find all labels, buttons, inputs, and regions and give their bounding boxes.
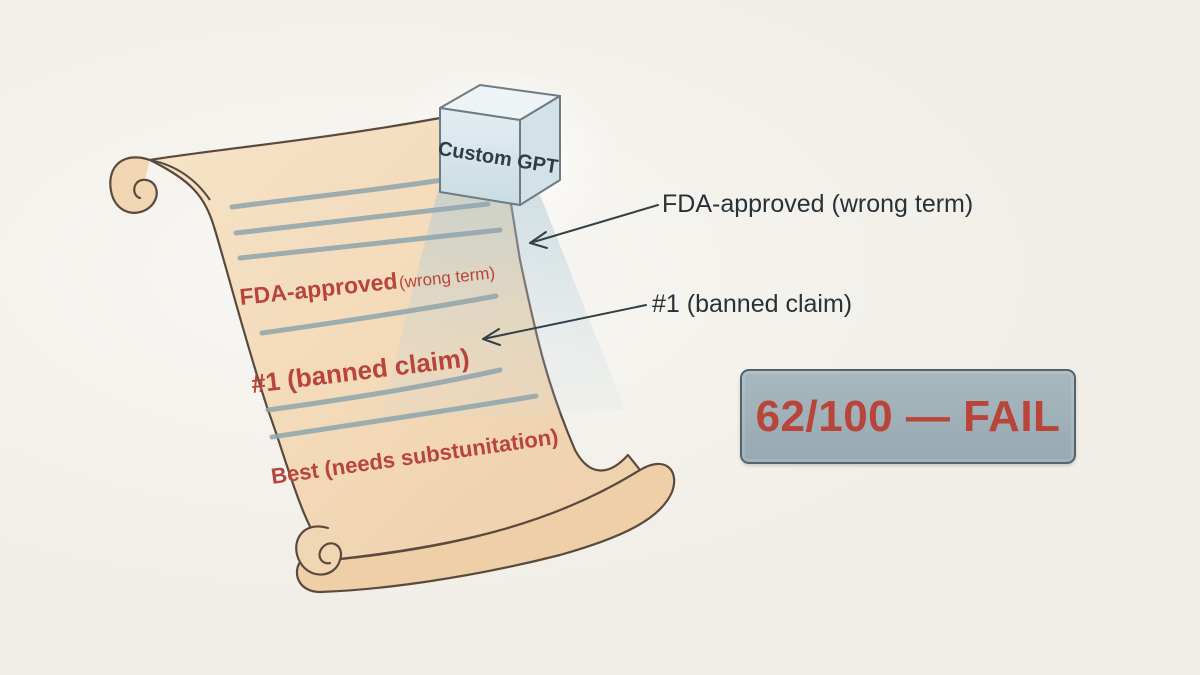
score-text: 62/100 — FAIL [755, 391, 1061, 441]
top-curl-edge [149, 159, 211, 201]
custom-gpt-cube: Custom GPT [436, 84, 561, 206]
arrow-second [482, 304, 647, 340]
top-curl [109, 156, 158, 214]
callout-arrows [482, 204, 659, 346]
scroll-lines [229, 175, 539, 440]
callout-fda-approved: FDA-approved (wrong term) [662, 190, 974, 218]
score-badge: 62/100 — FAIL [740, 369, 1076, 464]
scan-beam [380, 190, 625, 420]
arrow-first [529, 204, 659, 244]
bottom-roll [295, 463, 676, 594]
bottom-curl [295, 525, 343, 576]
callout-banned-claim: #1 (banned claim) [652, 290, 853, 318]
